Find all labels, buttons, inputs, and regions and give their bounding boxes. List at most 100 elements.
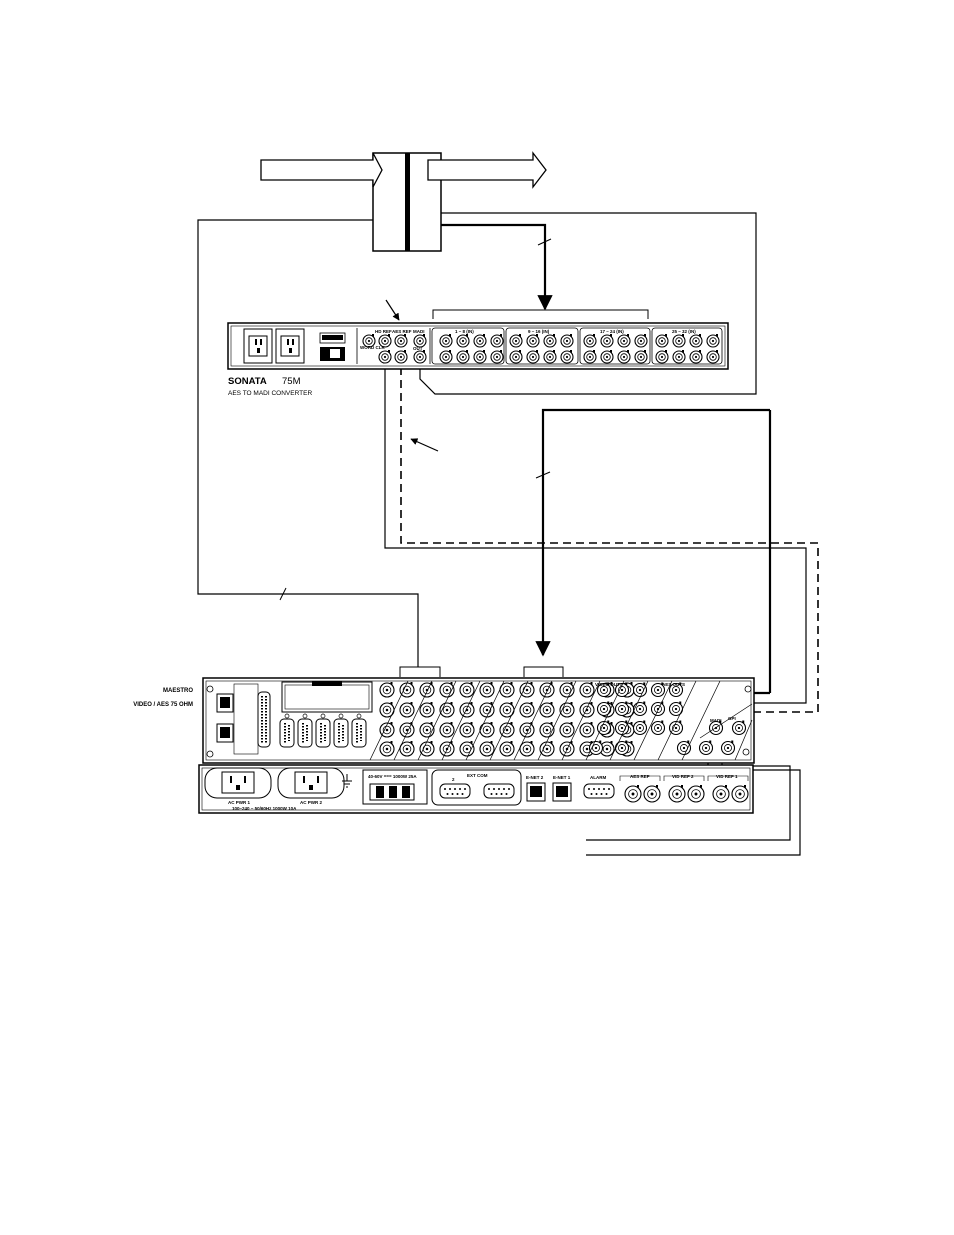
- maestro-alarm-label: ALARM: [590, 775, 606, 780]
- bnc-connector: [439, 722, 455, 738]
- bnc-connector: [473, 334, 487, 348]
- maestro-dc-rating-label: 40-60V === 1000W 25A: [368, 774, 417, 779]
- bnc-connector: [539, 722, 555, 738]
- bnc-connector: [655, 350, 669, 364]
- dsub-connector: [315, 713, 331, 748]
- bnc-connector: [632, 701, 648, 717]
- bnc-connector: [689, 350, 703, 364]
- maestro-ext-com-label: EXT COM: [467, 773, 488, 778]
- maestro-enet-1-label: E-NET 1: [553, 775, 571, 780]
- router-to-maestro-wire: [197, 219, 419, 667]
- bnc-connector: [655, 334, 669, 348]
- bnc-connector: [617, 350, 631, 364]
- bnc-connector: [706, 334, 720, 348]
- bnc-connector: [698, 740, 714, 756]
- bnc-connector: [526, 334, 540, 348]
- router-to-maestro-ref-wire: [419, 212, 757, 395]
- bnc-connector: [378, 350, 392, 364]
- bnc-connector: [439, 334, 453, 348]
- bnc-connector: [499, 702, 515, 718]
- bnc-connector: [579, 702, 595, 718]
- bnc-connector: [399, 702, 415, 718]
- sonata-madi-out-label: OUT: [413, 346, 423, 351]
- bnc-connector: [519, 682, 535, 698]
- bnc-connector: [559, 682, 575, 698]
- bnc-connector: [379, 741, 395, 757]
- aes-ref-dashed-wire: [400, 367, 819, 732]
- bnc-connector: [459, 682, 475, 698]
- bnc-connector: [668, 785, 686, 803]
- maestro-aes-ref-label: AES REF: [630, 774, 650, 779]
- sonata-group-4-label: 25 – 32 (IN): [672, 329, 696, 334]
- bnc-connector: [539, 702, 555, 718]
- bnc-connector: [379, 682, 395, 698]
- maestro-card-slot: [281, 681, 373, 713]
- bnc-connector: [526, 350, 540, 364]
- dsub-connector: [333, 713, 349, 748]
- bnc-connector: [362, 334, 376, 348]
- maestro-gpi-label: GPI: [728, 716, 736, 721]
- maestro-bnc-connectors: [379, 682, 747, 757]
- sonata-aes-ref-label: AES REF: [392, 329, 412, 334]
- bnc-connector: [643, 785, 661, 803]
- bnc-connector: [596, 682, 612, 698]
- bnc-connector: [617, 334, 631, 348]
- bnc-connector: [490, 350, 504, 364]
- maestro-gpi-dsubs: [279, 713, 367, 748]
- bnc-connector: [419, 741, 435, 757]
- bnc-connector: [634, 350, 648, 364]
- maestro-ext-com-2-label: 2: [452, 777, 455, 782]
- bnc-connector: [650, 720, 666, 736]
- madi-to-maestro-bus: [535, 408, 770, 657]
- maestro-variant: VIDEO / AES 75 OHM: [133, 702, 193, 708]
- dsub-connector: [279, 713, 295, 748]
- bnc-connector: [689, 334, 703, 348]
- ground-icon: [342, 774, 352, 788]
- sonata-word-clk-label: WORD CLK: [360, 345, 385, 350]
- bnc-connector: [509, 334, 523, 348]
- bnc-connector: [583, 334, 597, 348]
- bnc-connector: [543, 334, 557, 348]
- maestro-dsub-tall: [257, 691, 271, 748]
- bnc-connector: [579, 682, 595, 698]
- bnc-connector: [459, 741, 475, 757]
- bnc-connector: [672, 350, 686, 364]
- maestro-vid-ref-1-label: VID REF 1: [716, 774, 738, 779]
- sonata-brand: SONATA: [228, 376, 267, 387]
- bnc-connector: [413, 350, 427, 364]
- maestro-aes-outs-label: AES OUTS: [662, 682, 685, 687]
- maestro-frame: [198, 677, 755, 814]
- bnc-connector: [413, 334, 427, 348]
- bnc-connector: [479, 741, 495, 757]
- bnc-connector: [543, 350, 557, 364]
- sonata-group-3-label: 17 – 24 (IN): [600, 329, 624, 334]
- bnc-connector: [419, 702, 435, 718]
- bnc-connector: [479, 682, 495, 698]
- bnc-connector: [459, 722, 475, 738]
- maestro-ext-com-1-port: [483, 783, 515, 799]
- sonata-hd-ref-label: HD REF: [375, 329, 392, 334]
- bnc-connector: [579, 722, 595, 738]
- maestro-vid-ref-2-label: VID REF 2: [672, 774, 694, 779]
- bnc-connector: [560, 350, 574, 364]
- bnc-connector: [379, 702, 395, 718]
- bnc-connector: [731, 720, 747, 736]
- maestro-ac-rating-label: 100–240 ~ 50/60Hz 1000W 10A: [232, 806, 297, 811]
- output-arrow: [427, 151, 547, 189]
- bnc-connector: [614, 740, 630, 756]
- bnc-connector: [439, 682, 455, 698]
- bnc-connector: [634, 334, 648, 348]
- bnc-connector: [399, 741, 415, 757]
- bnc-connector: [632, 720, 648, 736]
- bnc-connector: [676, 740, 692, 756]
- bnc-connector: [672, 334, 686, 348]
- maestro-ac-pwr-1-label: AC PWR 1: [228, 800, 250, 805]
- bnc-connector: [490, 334, 504, 348]
- aes-bus-to-sonata: [441, 223, 553, 311]
- bnc-connector: [456, 350, 470, 364]
- bnc-connector: [473, 350, 487, 364]
- bnc-connector: [499, 682, 515, 698]
- dsub-connector: [297, 713, 313, 748]
- bnc-connector: [624, 785, 642, 803]
